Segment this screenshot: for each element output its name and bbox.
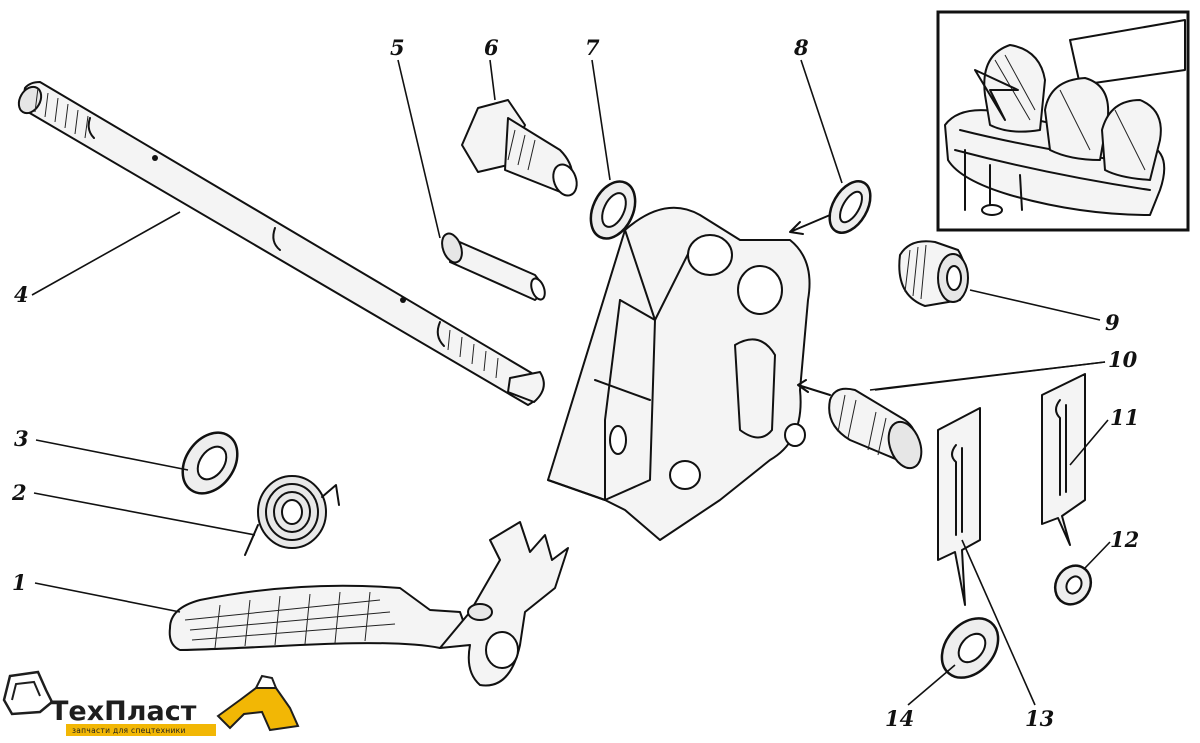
- callout-labels: 1 2 3 4 5 6 7 8 9 10 11 12 13 14: [11, 35, 1139, 731]
- part-7-washer: [589, 180, 637, 240]
- callout-12: 12: [1110, 527, 1139, 552]
- logo-tagline: запчасти для спецтехники: [72, 726, 186, 735]
- part-3-washer: [181, 431, 239, 495]
- part-9-bushing: [898, 240, 969, 307]
- callout-1: 1: [12, 570, 27, 595]
- part-2-spring: [244, 475, 340, 556]
- callout-9: 9: [1105, 310, 1120, 335]
- brand-logo: ТехПласт запчасти для спецтехники: [2, 670, 300, 736]
- part-5-pin: [441, 232, 546, 301]
- callout-14: 14: [885, 706, 914, 731]
- part-8-washer: [789, 180, 872, 235]
- callout-11: 11: [1110, 405, 1139, 430]
- bracket-housing: [547, 206, 831, 541]
- part-13-cotter-pin: [937, 407, 981, 606]
- part-12-washer: [1053, 564, 1093, 606]
- part-14-washer: [940, 617, 1000, 679]
- callout-10: 10: [1108, 347, 1138, 372]
- callout-3: 3: [14, 426, 29, 451]
- callout-8: 8: [793, 35, 809, 60]
- leader-lines: [31, 59, 1111, 706]
- inset-seat-view: [936, 10, 1190, 232]
- callout-2: 2: [11, 480, 27, 505]
- logo-wordmark: ТехПласт: [50, 696, 197, 727]
- part-11-cotter-pin: [1041, 373, 1086, 546]
- part-10-roller: [828, 387, 923, 470]
- part-4-shaft: [17, 81, 545, 406]
- callout-13: 13: [1025, 706, 1054, 731]
- callout-5: 5: [390, 35, 405, 60]
- callout-7: 7: [585, 35, 600, 60]
- part-6-bolt: [461, 99, 578, 197]
- callout-6: 6: [484, 35, 499, 60]
- part-1-pedal-lever: [168, 521, 569, 687]
- callout-4: 4: [14, 282, 29, 307]
